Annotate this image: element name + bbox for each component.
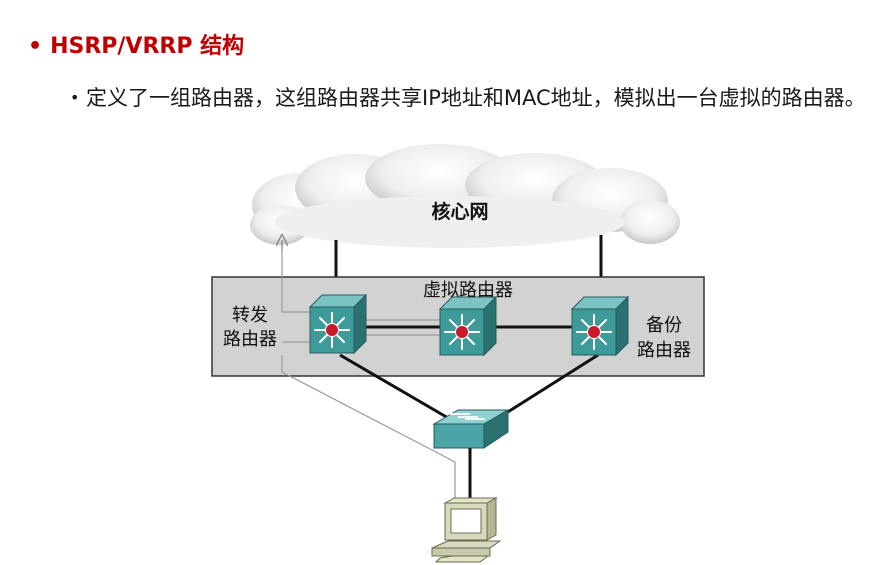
cloud-label: 核心网: [431, 200, 488, 223]
downlink-backup: [491, 353, 599, 424]
backup-router-label-line2: 路由器: [637, 340, 691, 361]
description-bullet: •: [70, 88, 80, 107]
heading-bullet: •: [28, 34, 43, 59]
host-pc-icon: [431, 497, 502, 563]
slide-heading: • HSRP/VRRP 结构: [28, 28, 244, 60]
backup-router-icon: [571, 296, 629, 356]
heading-title: HSRP/VRRP 结构: [50, 34, 245, 59]
core-network-cloud: 核心网: [250, 144, 680, 248]
backup-router-label-line1: 备份: [646, 315, 682, 336]
forwarding-router-label-line2: 路由器: [223, 329, 277, 350]
forwarding-router-icon: [309, 294, 367, 354]
virtual-router-icon: [439, 296, 497, 356]
forwarding-router-label-line1: 转发: [232, 305, 268, 326]
downlink-forwarding: [339, 353, 456, 424]
virtual-path-lines: [281, 240, 456, 500]
description-paragraph: • 定义了一组路由器，这组路由器共享IP地址和MAC地址，模拟出一台虚拟的路由器…: [70, 78, 870, 118]
switch-icon: [432, 409, 510, 449]
description-text: 定义了一组路由器，这组路由器共享IP地址和MAC地址，模拟出一台虚拟的路由器。: [86, 86, 866, 110]
virtual-router-label: 虚拟路由器: [423, 280, 513, 301]
